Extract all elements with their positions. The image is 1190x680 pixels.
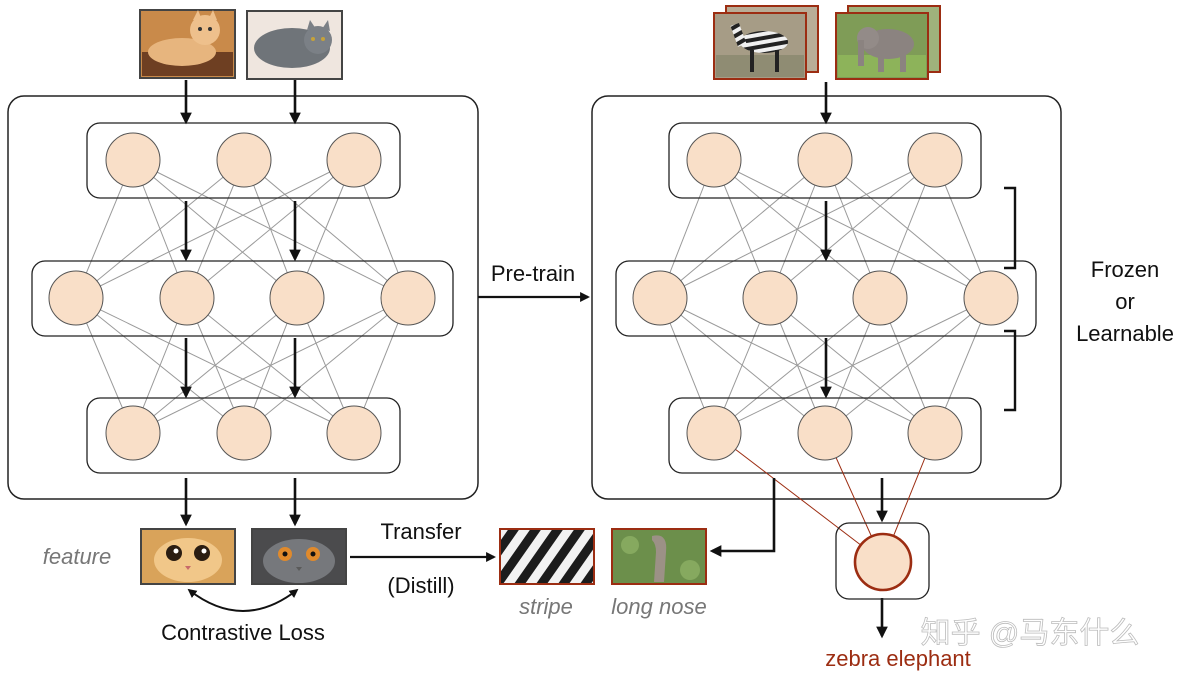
node [907, 132, 963, 188]
node [159, 270, 215, 326]
left-network [7, 80, 479, 527]
distill-label: (Distill) [387, 573, 454, 598]
node [742, 270, 798, 326]
zebra-photo [713, 5, 819, 80]
cat-face-photo-1 [140, 528, 236, 585]
node [686, 132, 742, 188]
pretrain-label: Pre-train [491, 261, 575, 286]
output-label: zebra elephant [825, 646, 971, 671]
left-layer-1-box [86, 122, 401, 199]
node [216, 132, 272, 188]
cat-face-photo-2 [251, 528, 347, 585]
node [797, 405, 853, 461]
bracket-lower [1004, 329, 1017, 412]
node [48, 270, 104, 326]
stripe-patch-photo [499, 528, 595, 585]
bracket-upper [1004, 186, 1017, 270]
left-edges [75, 159, 409, 434]
frozen-label: Frozen [1091, 257, 1159, 282]
feature-label: feature [43, 544, 112, 569]
node [632, 270, 688, 326]
trunk-patch-photo [611, 528, 707, 585]
stripe-label: stripe [519, 594, 573, 619]
transfer-label: Transfer [380, 519, 461, 544]
node [105, 132, 161, 188]
node [380, 270, 436, 326]
contrastive-loss-label: Contrastive Loss [161, 620, 325, 645]
right-network [591, 82, 1062, 639]
node [326, 132, 382, 188]
node [797, 132, 853, 188]
left-nodes [48, 132, 436, 461]
contrastive-arrow [187, 588, 299, 612]
elephant-photo [835, 5, 941, 80]
right-nodes [632, 132, 1019, 461]
cat-photo-2 [246, 10, 343, 80]
node [326, 405, 382, 461]
elbow-arrow [709, 478, 776, 557]
node [686, 405, 742, 461]
left-layer-3-box [86, 397, 401, 474]
left-layer-2-box [31, 260, 454, 337]
long-nose-label: long nose [611, 594, 706, 619]
node [216, 405, 272, 461]
learnable-label: Learnable [1076, 321, 1174, 346]
cat-photo-1 [139, 9, 236, 79]
right-flow-arrows [820, 82, 888, 639]
watermark: 知乎 @马东什么 [921, 617, 1140, 650]
node [963, 270, 1019, 326]
or-label: or [1115, 289, 1135, 314]
node [105, 405, 161, 461]
output-node-box [835, 522, 930, 600]
left-flow-arrows [180, 80, 301, 527]
output-node [853, 532, 913, 592]
node [907, 405, 963, 461]
node [269, 270, 325, 326]
node [852, 270, 908, 326]
